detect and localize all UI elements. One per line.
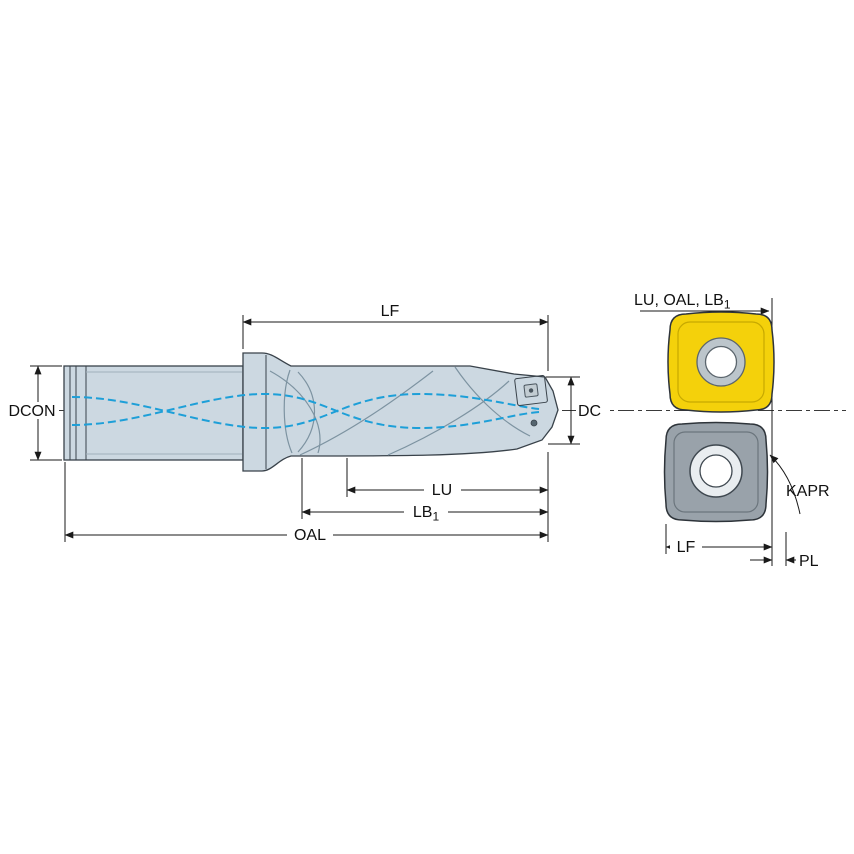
drill-flange-and-body [242,352,559,472]
insert-ref-label-main: LU, OAL, LB [634,292,724,309]
coolant-channel-lower [71,392,540,430]
kapr-angle-arc [769,454,801,515]
drill-shank [63,365,244,461]
pl-label: PL [799,553,819,570]
tip-insert-body [514,374,548,406]
flute-curve [387,380,510,456]
drill-side-view [63,352,559,472]
yellow-insert [667,311,775,413]
insert-ref-label-sub: 1 [724,298,731,312]
dim-lb1: LB1 [301,458,549,524]
gray-insert-face-edge [673,431,759,513]
flute-curve [269,370,321,454]
tip-insert-screw-dot [528,388,534,393]
gray-insert-hole-center [699,454,733,488]
flute-curve [297,371,316,453]
flute-curve [299,370,434,456]
dim-pl: PL [750,532,819,570]
label-backing [576,401,606,419]
lf-label: LF [381,303,400,320]
lb1-label: LB1 [413,504,440,524]
kapr-label: KAPR [786,483,830,500]
flute-curve [454,366,531,437]
tip-insert [514,374,548,406]
label-backing [424,481,461,498]
dim-dcon: DCON [5,365,62,461]
label-backing [670,538,702,555]
lb1-label-sub: 1 [432,510,439,524]
lf-insert-label: LF [677,539,696,556]
yellow-insert-face-edge [677,321,765,403]
dim-dc: DC [546,376,606,445]
flute-curve [283,369,293,454]
coolant-channel-upper [71,392,540,430]
dim-lf: LF [242,303,549,371]
kapr-annotation: KAPR [769,454,830,515]
dc-label: DC [578,403,601,420]
label-backing [404,503,448,520]
lu-label: LU [432,482,452,499]
yellow-insert-hole-center [704,345,738,379]
dim-oal: OAL [64,452,549,544]
lb1-label-main: LB [413,504,433,521]
coolant-exit-hole [530,419,538,427]
gray-insert [663,421,769,523]
oal-label: OAL [294,527,326,544]
insert-ref-label: LU, OAL, LB1 [634,292,731,312]
dim-lu: LU [346,458,549,499]
dcon-label: DCON [8,403,55,420]
dim-lf-insert: LF [665,524,773,556]
insert-detail-view: LU, OAL, LB1 KAPR LF [634,292,830,570]
label-backing [5,402,59,419]
label-backing [287,526,333,543]
